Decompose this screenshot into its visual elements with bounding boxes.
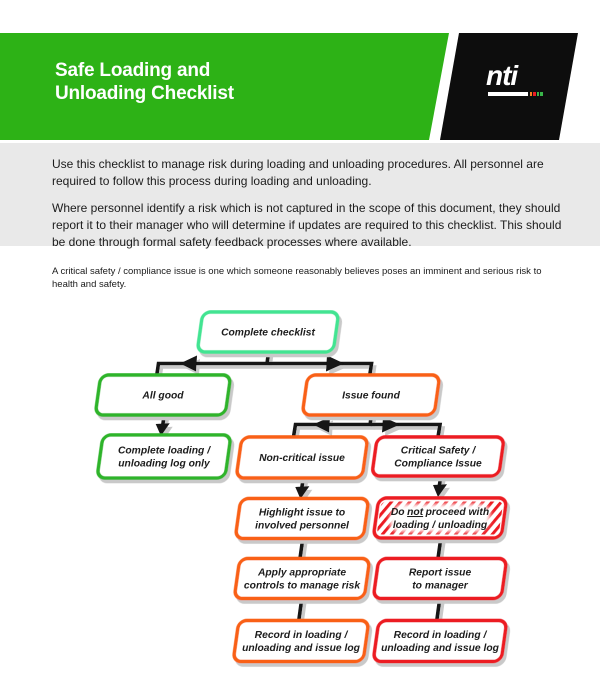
arrowhead-down-icon xyxy=(433,484,447,497)
node-issue-found: Issue found xyxy=(301,373,441,417)
node-box xyxy=(372,618,508,664)
node-box xyxy=(234,496,370,541)
arrowhead-right-icon xyxy=(382,417,400,433)
node-highlight-issue: Highlight issue to involved personnel xyxy=(234,496,370,541)
node-all-good: All good xyxy=(94,373,232,417)
node-non-critical-issue: Non-critical issue xyxy=(235,435,369,480)
node-label-line1: Record in loading / xyxy=(255,630,349,641)
critical-issue-note: A critical safety / compliance issue is … xyxy=(52,266,542,290)
node-label-line2: controls to manage risk xyxy=(244,581,361,592)
node-box xyxy=(235,435,369,480)
node-box xyxy=(232,618,370,664)
intro-paragraph-1: Use this checklist to manage risk during… xyxy=(52,157,544,188)
node-box xyxy=(371,435,505,478)
node-report-issue: Report issue to manager xyxy=(372,556,508,601)
arrowhead-right-icon xyxy=(326,355,344,372)
node-box xyxy=(372,556,508,601)
logo-dot-orange xyxy=(529,92,532,96)
arrowhead-down-icon xyxy=(295,486,310,499)
node-label-line2: involved personnel xyxy=(255,521,350,532)
hatch-text-backdrop xyxy=(389,504,491,532)
node-box xyxy=(233,556,371,601)
banner-black-shape xyxy=(440,33,578,140)
node-label: Non-critical issue xyxy=(259,453,345,464)
flowchart: Complete checklist All good Issue found … xyxy=(94,310,508,664)
node-label-line1: Critical Safety / xyxy=(401,446,477,457)
nti-logo-underline xyxy=(488,92,546,96)
logo-dot-red xyxy=(533,92,536,96)
arrowhead-left-icon xyxy=(180,355,197,372)
node-critical-safety: Critical Safety / Compliance Issue xyxy=(371,435,505,478)
node-label-line2: unloading and issue log xyxy=(242,643,361,654)
node-label-line1: Record in loading / xyxy=(394,630,488,641)
node-label-line2: unloading and issue log xyxy=(381,643,500,654)
logo-underline-bar xyxy=(488,92,528,96)
node-label-line2: loading / unloading xyxy=(393,520,488,531)
node-box xyxy=(94,373,232,417)
node-label-line1: Apply appropriate xyxy=(257,568,346,579)
node-record-log-orange: Record in loading / unloading and issue … xyxy=(232,618,370,664)
node-box xyxy=(196,310,340,354)
header-banner xyxy=(0,33,578,140)
node-label-line1: Highlight issue to xyxy=(259,508,345,519)
node-label-line2: to manager xyxy=(412,581,468,592)
connector-split-2 xyxy=(291,422,443,438)
node-label-line2: unloading log only xyxy=(118,459,211,470)
nti-logo-text: nti xyxy=(486,60,518,91)
node-complete-checklist: Complete checklist xyxy=(196,310,340,354)
node-box xyxy=(301,373,441,417)
node-box xyxy=(96,433,232,480)
arrowhead-left-icon xyxy=(313,417,330,433)
logo-dot-green1 xyxy=(536,92,539,96)
page-title-line2: Unloading Checklist xyxy=(55,83,234,104)
arrowhead-down-icon xyxy=(155,423,170,436)
node-label-line1: Complete loading / xyxy=(118,446,211,457)
node-label-line1: Report issue xyxy=(409,568,472,579)
node-label: Complete checklist xyxy=(221,328,315,339)
connector-split-1 xyxy=(154,361,374,378)
nti-logo: nti xyxy=(486,62,546,96)
page-title: Safe Loading and Unloading Checklist xyxy=(55,59,234,105)
banner-green-shape xyxy=(0,33,449,140)
intro-paragraph-2: Where personnel identify a risk which is… xyxy=(52,201,562,249)
node-label: Issue found xyxy=(342,391,400,402)
intro-panel: Use this checklist to manage risk during… xyxy=(0,143,600,249)
connector-dnp-report xyxy=(436,536,443,561)
logo-dot-green2 xyxy=(540,92,543,96)
node-record-log-red: Record in loading / unloading and issue … xyxy=(372,618,508,664)
page-title-line1: Safe Loading and xyxy=(55,60,211,81)
connector-apply-record xyxy=(296,596,304,623)
connector-highlight-apply xyxy=(298,536,305,561)
node-label-line2: Compliance Issue xyxy=(394,459,482,470)
connector-report-record xyxy=(434,596,442,623)
node-apply-controls: Apply appropriate controls to manage ris… xyxy=(233,556,371,601)
node-complete-loading-log: Complete loading / unloading log only xyxy=(96,433,232,480)
node-label: All good xyxy=(141,391,184,402)
